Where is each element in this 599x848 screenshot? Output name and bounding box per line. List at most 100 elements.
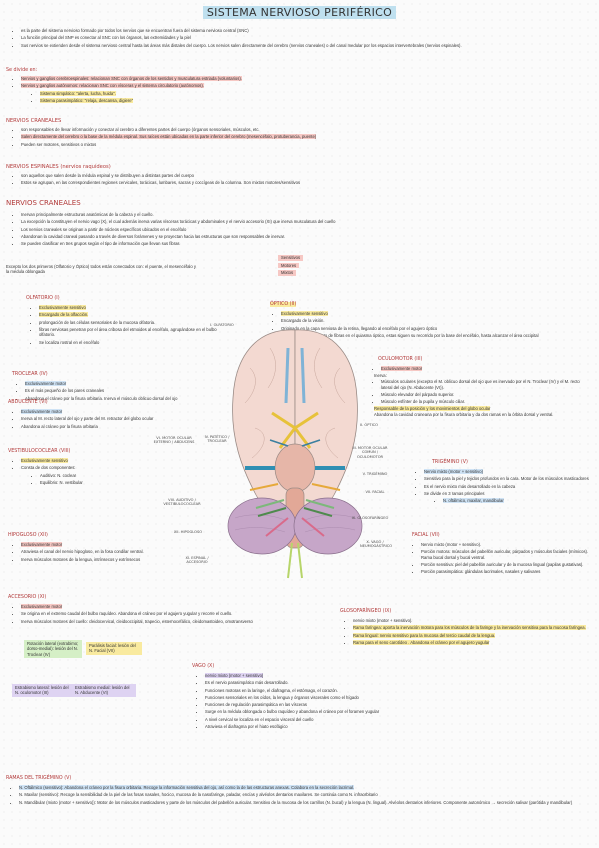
craneales2-extra: Excepto los dos primeros (Olfatorio y Óp… [6, 264, 196, 275]
trigemino-list: Nervio mixto (motor + sensitivo) Sensiti… [415, 469, 591, 505]
vestibulo-sub-item: Equilibrio: N. vestibular [40, 480, 202, 486]
facial-nerve [249, 483, 279, 491]
facial-item: Porción parasimpática: glándulas lacrima… [421, 569, 592, 575]
vago-item: A nivel cervical se localiza en el espac… [205, 717, 536, 723]
facial-heading: FACIAL (VII) [412, 533, 440, 538]
optico-item: Encargado de la visión. [281, 318, 590, 324]
hypoglossal-nerve [265, 517, 289, 537]
type-sensitivos: Sensitivos [278, 255, 304, 261]
vago-item: Surge en la médula oblongada o bulbo raq… [205, 709, 536, 715]
vago-item: Es el nervio parasimpático más desarroll… [205, 680, 536, 686]
olfatorio-item: Exclusivamente sensitivo [39, 305, 230, 311]
accesorio-list: Exclusivamente motor Se origina en el ex… [12, 604, 312, 626]
espinales-item: son aquellos que salen desde la médula e… [21, 173, 587, 179]
divide-item: Nervios y ganglios cerebroespinales: rel… [21, 76, 587, 82]
vago-item: Atraviesa el diafragma por el hiato esof… [205, 724, 536, 730]
glossopharyngeal-nerve [255, 499, 285, 509]
page-title: SISTEMA NERVIOSO PERIFÉRICO [0, 6, 599, 21]
facial-nerve [311, 483, 341, 491]
hipogloso-list: Exclusivamente motor Atraviesa el canal … [12, 542, 202, 564]
brain-svg [227, 329, 363, 579]
ramas-item: N. Mandibular (mixto (motor + sensitivo)… [19, 800, 590, 806]
olfatorio-item: fibras nerviosas penetran por el área cr… [39, 327, 230, 338]
vestibulo-sub-item: Auditivo: N. coclear [40, 473, 202, 479]
ramas-item: N. Oftálmico (sensitivo): Abandona el cr… [19, 785, 590, 791]
type-motores: Motores [278, 262, 300, 269]
optico-heading: ÓPTICO (II) [270, 302, 297, 307]
vago-item: nervio mixto (motor + sensitivo) [205, 673, 536, 679]
brain-label-vago: X. VAGO / NEUMOGÁSTRICO [360, 540, 393, 549]
troclear-item: Abandona el cráneo por la fisura orbitar… [25, 396, 200, 402]
facial-item: Porción motora: músculos del pabellón au… [421, 549, 592, 560]
trigemino-item: Es el nervio mixto más desarrollado en l… [424, 484, 591, 490]
intro-item: Sus nervios se extienden desde el sistem… [21, 43, 587, 49]
olfatorio-item: prolongación de las células sensoriales … [39, 320, 230, 326]
oculomotor-item: Músculo elevador del párpado superior. [381, 392, 590, 398]
craneales-item: Pueden ser motores, sensitivos o mixtos [21, 142, 587, 148]
vagus-nerve [257, 507, 287, 517]
vestibulo-heading: VESTIBULOCOCLEAR (VIII) [8, 449, 71, 454]
divide-list: Nervios y ganglios cerebroespinales: rel… [12, 76, 587, 105]
clinical-box: Parálisis facial: lesión del N. Facial (… [86, 642, 142, 655]
oculomotor-heading: OCULOMOTOR (III) [378, 357, 423, 362]
intro-item: es la parte del sistema nervioso formado… [21, 28, 587, 34]
craneales-item: Salen directamente del cerebro o la base… [21, 134, 587, 140]
pons [274, 443, 316, 493]
ramas-item: N. Maxilar (sensitivo): Recoge la sensib… [19, 792, 590, 798]
divide-sub-item: Sistema parasimpático: "relaja, descansa… [40, 97, 587, 104]
clinical-box: Estrabismo medial: lesión del N. Abducen… [72, 684, 136, 697]
nerve-types: Sensitivos Motores Mixtos [278, 255, 323, 277]
vestibulo-list: Exclusivamente sensitivo Consta de dos c… [12, 458, 202, 487]
craneales2-item: Los nervios craneales se originan a part… [21, 227, 587, 233]
abducente-item: Inerva al M. recto lateral del ojo y par… [21, 416, 202, 422]
abducente-item: Exclusivamente motor [21, 409, 202, 415]
trigemino-item: Se divide en 3 ramas principales [424, 491, 591, 497]
abducente-item: Abandona al cráneo por la fisura orbitar… [21, 424, 202, 430]
brain-label-abducente: VI. MOTOR OCULAR EXTERNO / ABDUCENS [153, 436, 195, 445]
optico-item: Exclusivamente sensitivo [281, 311, 590, 317]
vestibulo-item: Exclusivamente sensitivo [21, 458, 202, 464]
gloso-item: Rama lingual: nervio sensitivo para la m… [353, 632, 592, 639]
brain-label-hipogloso: XII. HIPOGLOSO [173, 530, 203, 534]
brain-label-troclear: IV. PATÉTICO / TROCLEAR [204, 435, 230, 444]
olfatorio-item: Encargado de la olfacción. [39, 312, 230, 318]
divide-heading: Se divide en: [6, 68, 38, 73]
glossopharyngeal-nerve [305, 499, 335, 509]
accesorio-heading: ACCESORIO (XI) [8, 595, 47, 600]
vago-item: Funciones sensoriales en los oídos, la l… [205, 695, 536, 701]
craneales2-item: Inervan principalmente estructuras anató… [21, 212, 587, 218]
trigemino-sub-item: N. oftálmico, maxilar, mandibular [443, 498, 591, 504]
vago-heading: VAGO (X) [192, 664, 215, 669]
espinales-list: son aquellos que salen desde la médula e… [12, 173, 587, 188]
oculomotor-note: Abandona la cavidad craneana por la fisu… [374, 412, 554, 418]
troclear-heading: TROCLEAR (IV) [12, 372, 48, 377]
ramas-list: N. Oftálmico (sensitivo): Abandona el cr… [10, 785, 590, 807]
brain-label-vestibulococlear: VIII. AUDITIVO / VESTIBULOCOCLEAR [163, 498, 201, 507]
optico-item: Tras el entrecruzamiento de fibras en el… [281, 333, 590, 339]
hipogloso-item: Exclusivamente motor [21, 542, 202, 548]
vagus-nerve [303, 507, 333, 517]
brain-label-facial: VII. FACIAL [365, 490, 385, 494]
optico-item: Originado en la capa nerviosa de la reti… [281, 326, 590, 332]
accesorio-item: Inerva músculos motores del cuello: clei… [21, 619, 312, 625]
oculomotor-nerve [301, 439, 321, 447]
accessory-nerve [297, 542, 303, 579]
oculomotor-note: Responsable de la posición y los movimie… [374, 406, 491, 412]
accesorio-item: Exclusivamente motor [21, 604, 312, 610]
troclear-list: Exclusivamente motor Es el más pequeño d… [16, 381, 200, 403]
brain-label-optico: II. ÓPTICO [360, 423, 378, 427]
craneales2-heading: NERVIOS CRANEALES [6, 199, 81, 207]
clinical-box: Rotación lateral (extrabimo; dorso-media… [24, 640, 82, 659]
oculomotor-list: Exclusivamente motor Inerva: Músculos oc… [372, 366, 590, 418]
gloso-list: nervio mixto (motor + sensitivo). Rama f… [344, 618, 592, 647]
craneales2-list: Inervan principalmente estructuras anató… [12, 212, 587, 248]
gloso-heading: GLOSOFARÍNGEO (IX) [340, 609, 392, 614]
olfactory-bulb [300, 347, 306, 404]
hipogloso-heading: HIPOGLOSO (XII) [8, 533, 48, 538]
abducente-heading: ABDUCENTE (VI) [8, 400, 48, 405]
accessory-nerve [287, 542, 293, 579]
facial-list: Nervio mixto (motor + sensitivo). Porció… [412, 542, 592, 577]
olfatorio-heading: OLFATORIO (I) [26, 296, 60, 301]
trigemino-item: Sensitivo para la piel y tejidos profund… [424, 476, 591, 482]
troclear-item: Exclusivamente motor [25, 381, 200, 387]
